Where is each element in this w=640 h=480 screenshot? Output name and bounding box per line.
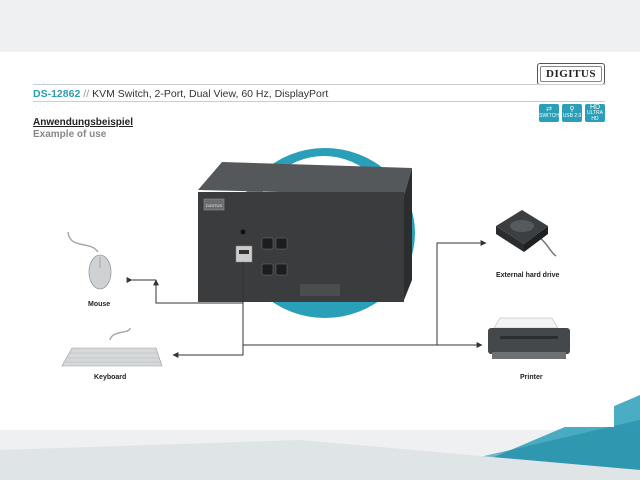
- model-number: DS-12862: [33, 88, 81, 100]
- badge-usb: ⚲ USB 2.0: [562, 104, 582, 122]
- badge-switch-label: SWITCH: [539, 113, 559, 120]
- badge-uhd-label: ULTRA HD: [586, 110, 604, 122]
- background-band-top: [0, 0, 640, 52]
- kvm-switch: DIGITUS: [198, 162, 412, 302]
- port-buttons: [261, 237, 288, 276]
- product-description: KVM Switch, 2-Port, Dual View, 60 Hz, Di…: [92, 88, 329, 100]
- line-to-keyboard: [172, 262, 244, 358]
- device-plate-text: DIGITUS: [206, 203, 223, 208]
- label-keyboard: Keyboard: [94, 374, 127, 381]
- section-title-german: Anwendungsbeispiel: [33, 117, 134, 128]
- printer-icon: [488, 317, 570, 359]
- mouse-icon: [67, 231, 112, 290]
- divider-bottom: [33, 101, 605, 102]
- label-mouse: Mouse: [88, 301, 111, 308]
- usb-icon: ⚲: [569, 106, 575, 114]
- line-to-hard-drive: [243, 240, 487, 346]
- status-led: [240, 229, 246, 235]
- badge-uhd: HD ULTRA HD: [585, 104, 605, 122]
- badge-usb-label: USB 2.0: [562, 113, 582, 120]
- device-print: [300, 284, 340, 296]
- brand-logo: DIGITUS: [537, 63, 605, 85]
- device-plate: [203, 198, 225, 211]
- label-hard-drive: External hard drive: [496, 272, 560, 279]
- feature-badges: ⇄ SWITCH ⚲ USB 2.0 HD ULTRA HD: [539, 104, 605, 122]
- divider-top: [33, 84, 605, 85]
- hd-icon: HD: [589, 103, 601, 111]
- product-header: DS-12862//KVM Switch, 2-Port, Dual View,…: [33, 88, 328, 100]
- hard-drive-icon: [496, 210, 557, 257]
- keyboard-icon: [61, 327, 163, 367]
- switch-icon: ⇄: [546, 106, 552, 114]
- header-separator: //: [83, 88, 90, 100]
- connection-lines: [126, 240, 487, 358]
- section-title-english: Example of use: [33, 129, 107, 140]
- badge-switch: ⇄ SWITCH: [539, 104, 559, 122]
- label-printer: Printer: [520, 374, 543, 381]
